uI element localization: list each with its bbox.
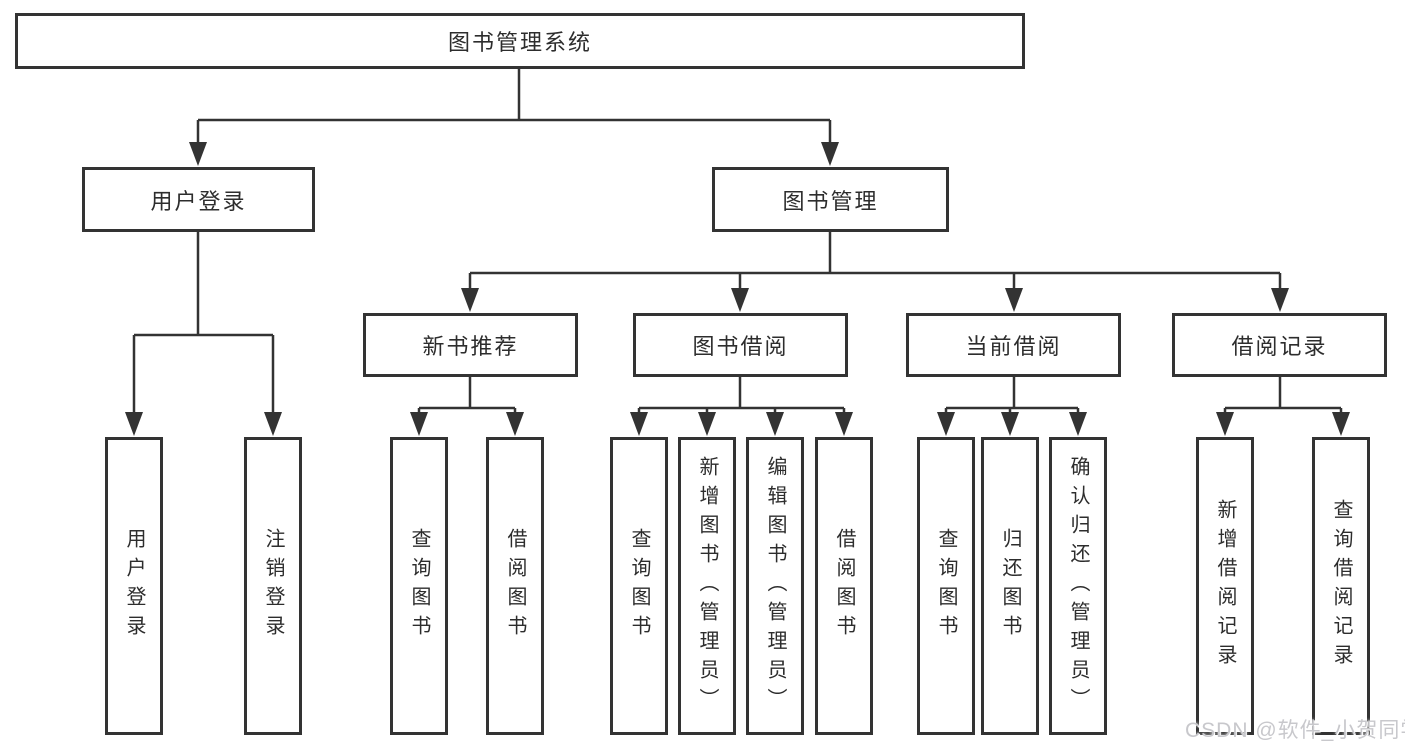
leaf-query-books-recommend: 查询图书 (390, 437, 448, 735)
node-library-management-system: 图书管理系统 (15, 13, 1025, 69)
leaf-borrow-books-recommend: 借阅图书 (486, 437, 544, 735)
leaf-logout: 注销登录 (244, 437, 302, 735)
leaf-borrow-books: 借阅图书 (815, 437, 873, 735)
node-user-login: 用户登录 (82, 167, 315, 232)
node-borrowing-records: 借阅记录 (1172, 313, 1387, 377)
leaf-add-borrow-record: 新增借阅记录 (1196, 437, 1254, 735)
leaf-edit-books-admin: 编辑图书（管理员） (746, 437, 804, 735)
leaf-user-login: 用户登录 (105, 437, 163, 735)
node-book-borrowing: 图书借阅 (633, 313, 848, 377)
leaf-return-books: 归还图书 (981, 437, 1039, 735)
arrowhead-icons (125, 142, 1350, 436)
leaf-add-books-admin: 新增图书（管理员） (678, 437, 736, 735)
tree-edges (132, 69, 1343, 413)
leaf-confirm-return-admin: 确认归还（管理员） (1049, 437, 1107, 735)
node-current-borrowing: 当前借阅 (906, 313, 1121, 377)
node-book-management: 图书管理 (712, 167, 949, 232)
csdn-watermark: CSDN @软件_小贺同学 (1185, 719, 1405, 742)
leaf-query-borrow-record: 查询借阅记录 (1312, 437, 1370, 735)
leaf-query-books-current: 查询图书 (917, 437, 975, 735)
leaf-query-books-borrowing: 查询图书 (610, 437, 668, 735)
node-new-book-recommendation: 新书推荐 (363, 313, 578, 377)
